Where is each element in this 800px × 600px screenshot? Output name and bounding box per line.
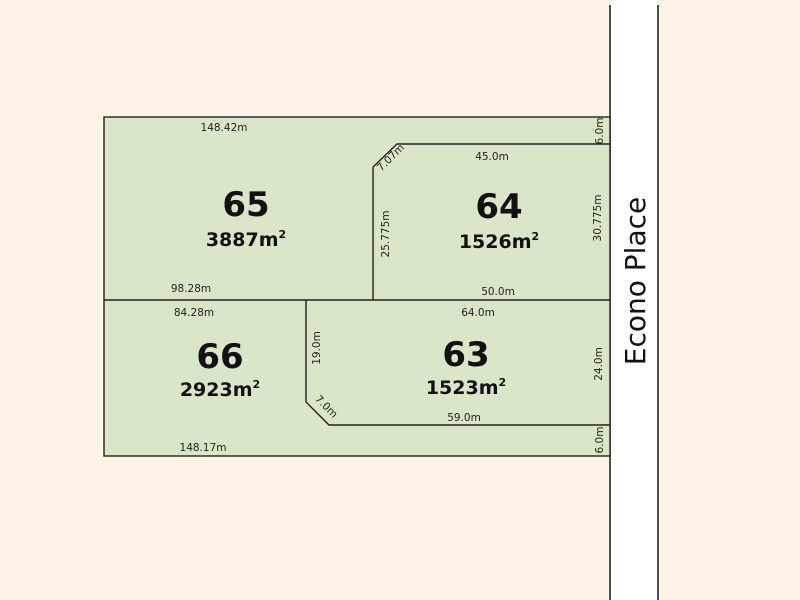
- lot-64-number: 64: [475, 187, 522, 227]
- dim-lot66-frontage: 6.0m: [594, 427, 606, 454]
- lot-63-number: 63: [442, 335, 489, 375]
- lot-65-number: 65: [222, 185, 269, 225]
- lot-65-area-value: 3887m: [206, 229, 279, 251]
- dim-lot63-left: 19.0m: [311, 331, 323, 365]
- lot-66-area-sup: 2: [253, 378, 261, 391]
- dim-lot65-frontage: 6.0m: [594, 118, 606, 145]
- lot-63-area: 1523m2: [426, 376, 506, 399]
- dim-lot64-top: 45.0m: [475, 151, 509, 163]
- dim-lot64-left: 25.775m: [380, 211, 392, 258]
- dim-lot63-bottom: 59.0m: [447, 412, 481, 424]
- dim-lot64-right: 30.775m: [592, 195, 604, 242]
- lot-65-area: 3887m2: [206, 228, 286, 251]
- lot-66-number: 66: [196, 337, 243, 377]
- lot-66-area-value: 2923m: [180, 379, 253, 401]
- dim-lot65-bottom: 98.28m: [171, 283, 211, 295]
- lots-parcel: [103, 116, 611, 457]
- dim-lot64-bottom: 50.0m: [481, 286, 515, 298]
- dim-lot65-top: 148.42m: [201, 122, 248, 134]
- lot-66-area: 2923m2: [180, 378, 260, 401]
- lot-64-area-sup: 2: [532, 230, 540, 243]
- dim-lot66-top: 84.28m: [174, 307, 214, 319]
- lot-64-area: 1526m2: [459, 230, 539, 253]
- dim-lot66-bottom: 148.17m: [180, 442, 227, 454]
- lot-65-area-sup: 2: [279, 228, 287, 241]
- dim-lot63-right: 24.0m: [593, 347, 605, 381]
- lot-64-boundary: [372, 143, 610, 300]
- lot-63-area-value: 1523m: [426, 377, 499, 399]
- road-name-label: Econo Place: [619, 197, 652, 365]
- lot-63-boundary: [305, 300, 610, 426]
- dim-lot63-top: 64.0m: [461, 307, 495, 319]
- road-reserve: [610, 0, 658, 600]
- lot-63-area-sup: 2: [499, 376, 507, 389]
- lot-64-area-value: 1526m: [459, 231, 532, 253]
